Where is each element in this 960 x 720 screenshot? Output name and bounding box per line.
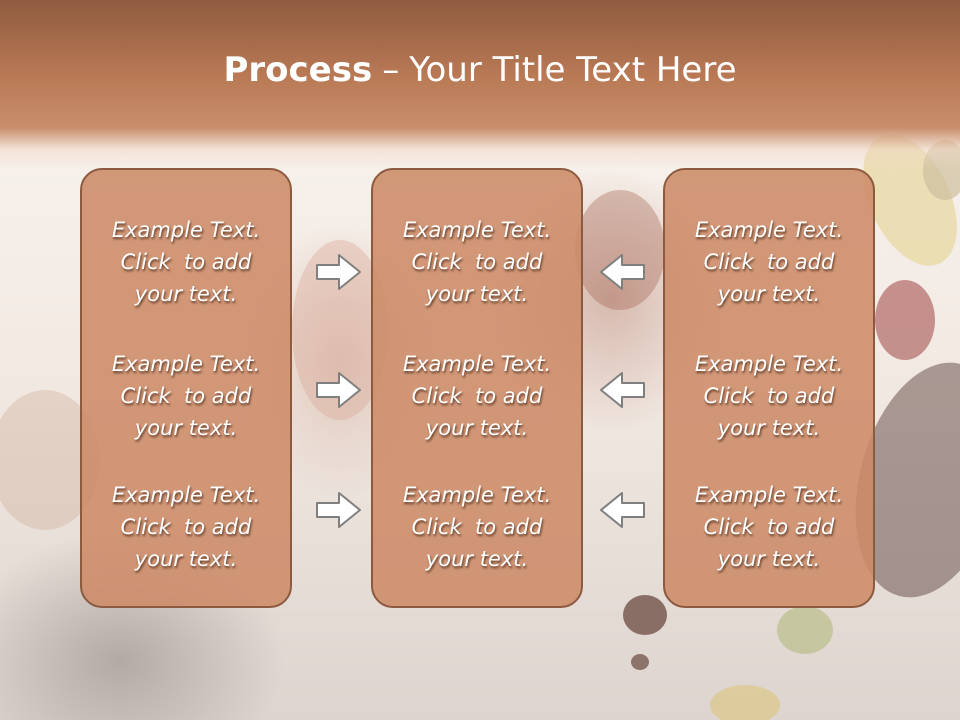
process-box-left[interactable]: Example Text. Click to add your text. Ex… (80, 168, 292, 608)
box-text-item[interactable]: Example Text. Click to add your text. (373, 348, 581, 444)
text-line: Example Text. (111, 218, 261, 242)
text-line: Click to add (411, 515, 543, 539)
leaf-shape (777, 606, 833, 654)
leaf-shape (710, 685, 780, 720)
box-text-item[interactable]: Example Text. Click to add your text. (665, 348, 873, 444)
text-line: Example Text. (111, 352, 261, 376)
arrow-left-icon[interactable] (598, 252, 646, 292)
text-line: Click to add (703, 250, 835, 274)
arrow-left-icon[interactable] (598, 490, 646, 530)
title-bold: Process (223, 50, 373, 90)
text-line: Click to add (703, 384, 835, 408)
leaf-shape (875, 280, 935, 360)
text-line: your text. (717, 282, 821, 306)
process-box-right[interactable]: Example Text. Click to add your text. Ex… (663, 168, 875, 608)
hair-shape (575, 190, 665, 310)
text-line: Click to add (411, 384, 543, 408)
box-text-item[interactable]: Example Text. Click to add your text. (665, 214, 873, 310)
title-separator: – (382, 50, 400, 90)
process-box-middle[interactable]: Example Text. Click to add your text. Ex… (371, 168, 583, 608)
text-line: your text. (134, 282, 238, 306)
text-line: your text. (134, 416, 238, 440)
box-text-item[interactable]: Example Text. Click to add your text. (82, 214, 290, 310)
box-text-item[interactable]: Example Text. Click to add your text. (373, 214, 581, 310)
arrow-right-icon[interactable] (315, 370, 363, 410)
hand-shape (0, 390, 100, 530)
box-text-item[interactable]: Example Text. Click to add your text. (82, 479, 290, 575)
box-text-item[interactable]: Example Text. Click to add your text. (665, 479, 873, 575)
text-line: your text. (717, 547, 821, 571)
text-line: Click to add (411, 250, 543, 274)
slide-title[interactable]: Process–Your Title Text Here (0, 50, 960, 90)
face-shape (292, 240, 388, 420)
arrow-right-icon[interactable] (315, 490, 363, 530)
text-line: Example Text. (402, 483, 552, 507)
chestnut-shape (623, 595, 667, 635)
text-line: Click to add (120, 250, 252, 274)
text-line: Example Text. (402, 352, 552, 376)
arrow-right-icon[interactable] (315, 252, 363, 292)
text-line: your text. (717, 416, 821, 440)
text-line: Example Text. (694, 352, 844, 376)
text-line: Example Text. (402, 218, 552, 242)
text-line: your text. (425, 282, 529, 306)
leaf-shape (855, 362, 960, 598)
text-line: Example Text. (694, 218, 844, 242)
text-line: your text. (425, 547, 529, 571)
title-rest: Your Title Text Here (409, 50, 737, 90)
text-line: Example Text. (111, 483, 261, 507)
text-line: Click to add (703, 515, 835, 539)
text-line: your text. (134, 547, 238, 571)
text-line: Example Text. (694, 483, 844, 507)
header-band (0, 0, 960, 170)
box-text-item[interactable]: Example Text. Click to add your text. (373, 479, 581, 575)
text-line: your text. (425, 416, 529, 440)
box-text-item[interactable]: Example Text. Click to add your text. (82, 348, 290, 444)
text-line: Click to add (120, 384, 252, 408)
text-line: Click to add (120, 515, 252, 539)
chestnut-shape (631, 654, 649, 670)
arrow-left-icon[interactable] (598, 370, 646, 410)
